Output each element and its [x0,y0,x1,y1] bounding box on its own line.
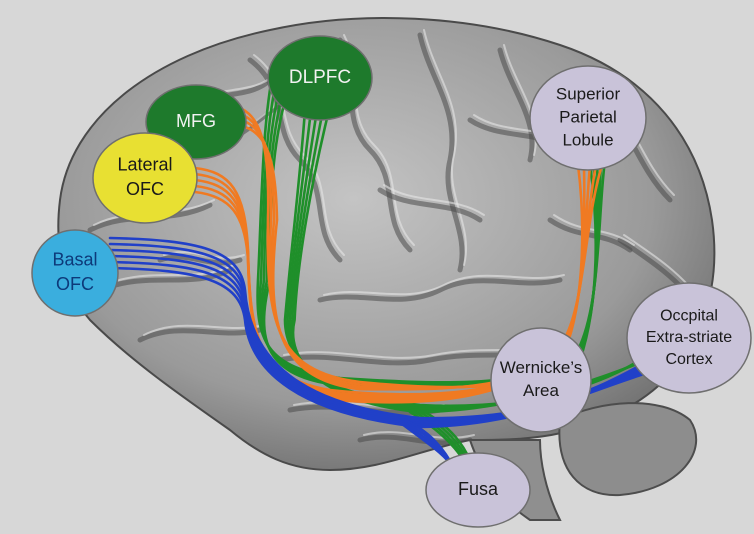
orange-fiber [193,163,604,404]
gyrus-highlight [553,214,635,246]
gyrus-highlight [383,184,485,216]
lateral-ofc-label-line: Lateral [117,155,172,175]
lateral-ofc-ellipse [92,132,198,224]
orange-fiber [228,121,562,391]
sulcus-line [357,434,473,446]
lateral-ofc-label-line: OFC [126,179,164,199]
sulcus-line [547,217,633,253]
superior-parietal-lobule-label-line: Lobule [562,130,613,149]
gyrus-highlight [323,274,565,296]
fusa-label-line: Fusa [458,479,499,499]
dlpfc-node: DLPFC [267,35,373,121]
cerebellum [558,402,698,497]
fusa-ellipse [425,452,531,528]
wernickes-area-label-line: Area [523,381,559,400]
fusa-node: Fusa [425,452,531,528]
superior-parietal-lobule-label-line: Superior [556,85,621,104]
basal-ofc-label-line: OFC [56,274,94,294]
superior-parietal-lobule-ellipse [529,65,647,171]
occipital-extra-striate-cortex-label-line: Cortex [665,351,712,368]
occipital-extra-striate-cortex-ellipse [626,282,752,394]
wernickes-area-ellipse [490,327,592,433]
dlpfc-ellipse [267,35,373,121]
dlpfc-label-line: DLPFC [289,67,351,88]
sulcus-line [317,277,563,303]
region-nodes: DLPFCMFGLateralOFCBasalOFCSuperiorPariet… [31,35,752,528]
occipital-extra-striate-cortex-label-line: Occpital [660,308,718,325]
mfg-label-line: MFG [176,111,216,131]
occipital-extra-striate-cortex-label-line: Extra-striate [646,329,732,346]
sulcus-line [497,47,535,163]
sulcus-line [417,32,465,273]
orange-fiber-bundle [193,103,604,404]
sulcus-line [377,187,483,223]
basal-ofc-label-line: Basal [52,250,97,270]
basal-ofc-ellipse [31,229,119,317]
gyrus-highlight [103,264,235,286]
wernickes-area-label-line: Wernicke’s [500,358,583,377]
gyrus-highlight [423,29,468,266]
superior-parietal-lobule-label-line: Parietal [559,107,617,126]
